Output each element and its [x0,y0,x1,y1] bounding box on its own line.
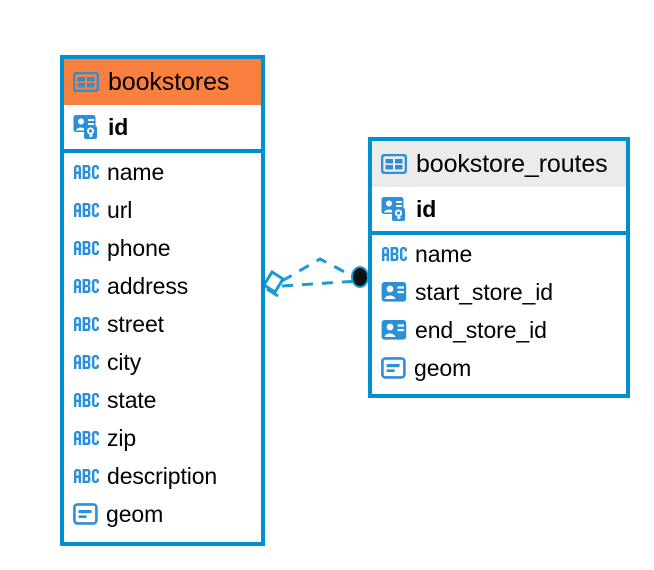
field-name: url [107,196,133,223]
field-row-id[interactable]: id [372,187,626,231]
field-name: zip [107,424,137,451]
field-row-id[interactable]: id [64,105,261,149]
entity-title: bookstore_routes [416,149,608,178]
relationship-line-upper [281,257,359,283]
text-abc-icon [73,278,99,294]
foreign-key-icon [381,281,407,303]
field-row-geom[interactable]: geom [372,349,626,387]
text-abc-icon [73,202,99,218]
field-row-url[interactable]: url [64,191,261,229]
field-row-name[interactable]: name [372,235,626,273]
field-list-bookstores: id name [64,105,261,533]
field-row-end-store-id[interactable]: end_store_id [372,311,626,349]
table-icon [73,72,99,92]
field-row-zip[interactable]: zip [64,419,261,457]
primary-key-icon [73,114,100,140]
text-abc-icon [73,468,99,484]
text-abc-icon [73,164,99,180]
text-abc-icon [73,316,99,332]
field-row-city[interactable]: city [64,343,261,381]
diamond-open-marker-icon [261,269,286,298]
entity-header-bookstore-routes[interactable]: bookstore_routes [372,141,626,187]
entity-bookstore-routes[interactable]: bookstore_routes id [368,137,630,398]
field-name: geom [414,354,472,381]
foreign-key-icon [381,319,407,341]
text-abc-icon [73,430,99,446]
field-name: city [107,348,142,375]
field-row-phone[interactable]: phone [64,229,261,267]
field-name: description [107,462,218,489]
entity-title: bookstores [108,67,230,96]
primary-key-divider [372,231,626,235]
field-name: phone [107,234,171,261]
field-name: id [416,195,437,222]
circle-filled-marker-icon [351,266,369,288]
field-row-name[interactable]: name [64,153,261,191]
table-icon [381,154,407,174]
field-row-address[interactable]: address [64,267,261,305]
field-name: name [107,158,165,185]
field-name: end_store_id [415,316,547,343]
field-name: address [107,272,189,299]
entity-bookstores[interactable]: bookstores id [60,55,265,546]
text-abc-icon [73,354,99,370]
field-row-description[interactable]: description [64,457,261,495]
field-name: state [107,386,157,413]
field-name: name [415,240,473,267]
field-name: geom [106,500,164,527]
primary-key-divider [64,149,261,153]
field-list-bookstore-routes: id name [372,187,626,387]
entity-header-bookstores[interactable]: bookstores [64,59,261,105]
geometry-icon [381,357,406,379]
field-row-street[interactable]: street [64,305,261,343]
text-abc-icon [381,246,407,262]
field-row-start-store-id[interactable]: start_store_id [372,273,626,311]
field-name: id [108,113,129,140]
primary-key-icon [381,196,408,222]
text-abc-icon [73,240,99,256]
geometry-icon [73,503,98,525]
relationship-line-lower [281,279,359,288]
field-row-state[interactable]: state [64,381,261,419]
field-name: start_store_id [415,278,553,305]
text-abc-icon [73,392,99,408]
field-name: street [107,310,164,337]
field-row-geom[interactable]: geom [64,495,261,533]
